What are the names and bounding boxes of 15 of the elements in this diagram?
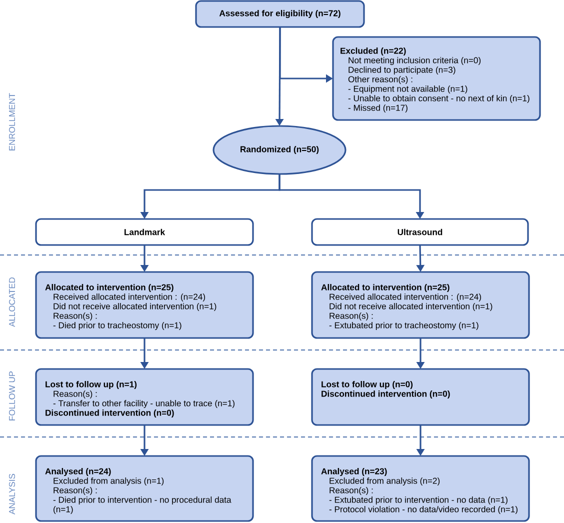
- section-label: ENROLLMENT: [9, 93, 15, 150]
- process-box: Lost to follow up (n=1) Reason(s) : - Transfer to other facility - unable to trace (n=1) Discontinued intervention (n=0): [35, 368, 254, 426]
- process-box: Ultrasound: [311, 218, 529, 246]
- process-box: Analysed (n=24) Excluded from analysis (n=1) Reason(s) : - Died prior to intervention - no procedural data (n=1): [35, 455, 254, 522]
- process-box: Lost to follow up (n=0) Discontinued intervention (n=0): [311, 368, 530, 426]
- process-box: Allocated to intervention (n=25) Received allocated intervention : (n=24) Did not receive allocated intervention (n=1) Reason(s) : - Died prior to tracheostomy (n=1): [35, 271, 254, 339]
- process-box: Landmark: [35, 218, 254, 246]
- process-box: Assessed for eligibility (n=72): [195, 0, 365, 28]
- process-box: Excluded (n=22) Not meeting inclusion criteria (n=0) Declined to participate (n=3) Other reason(s) : - Equipment not available (n=1) - Unable to obtain consent - no next of kin (n=1) - Missed (n=17): [332, 36, 541, 121]
- section-label: ANALYSIS: [9, 474, 15, 514]
- process-box: Analysed (n=23) Excluded from analysis (n=2) Reason(s) : - Extubated prior to intervention - no data (n=1) - Protocol violation - no data/video recorded (n=1): [311, 455, 530, 522]
- process-box: Allocated to intervention (n=25) Received allocated intervention : (n=24) Did not receive allocated intervention (n=1) Reason(s) : - Extubated prior to tracheostomy (n=1): [311, 271, 530, 339]
- ellipse-node: Randomized (n=50): [212, 125, 346, 175]
- section-label: FOLLOW UP: [9, 371, 15, 420]
- section-label: ALLOCATED: [9, 277, 15, 327]
